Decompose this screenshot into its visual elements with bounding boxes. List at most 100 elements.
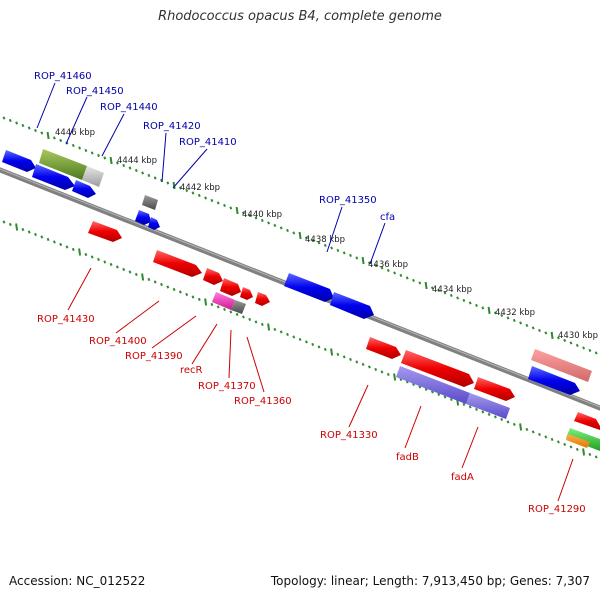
scale-tick-minor — [223, 203, 226, 208]
scale-tick-major — [46, 131, 50, 140]
scale-tick-minor — [449, 293, 453, 298]
scale-tick-minor — [78, 146, 82, 150]
scale-tick-minor — [430, 286, 434, 290]
gene-rop-41350[interactable] — [284, 273, 334, 302]
scale-tick-minor — [267, 221, 271, 225]
gene-cfa[interactable] — [330, 292, 374, 319]
scale-tick-minor — [71, 143, 75, 148]
gene-rop-41410[interactable] — [135, 210, 151, 225]
scale-tick-minor — [52, 136, 56, 140]
gene-recr[interactable] — [220, 278, 241, 296]
scale-tick-minor — [197, 193, 201, 198]
scale-tick-minor — [122, 267, 126, 272]
scale-tick-label: 4436 kbp — [368, 260, 408, 270]
gene-rop-41390[interactable] — [203, 268, 223, 285]
scale-tick-minor — [34, 128, 37, 133]
scale-tick-minor — [15, 121, 19, 125]
scale-tick-minor — [254, 216, 258, 220]
scale-tick-minor — [531, 430, 535, 434]
genome-summary-text: Topology: linear; Length: 7,913,450 bp; … — [270, 574, 590, 588]
gene-label: ROP_41450 — [66, 86, 124, 97]
gene-rop-41400[interactable] — [153, 250, 202, 277]
scale-tick-major — [582, 448, 586, 456]
gene-rop-41440[interactable] — [72, 180, 96, 198]
scale-tick-minor — [216, 305, 220, 309]
gene-rop-41360[interactable] — [255, 292, 270, 306]
scale-tick-minor — [569, 445, 573, 449]
scale-tick-minor — [443, 291, 447, 295]
scale-tick-minor — [544, 435, 548, 439]
gene-rop-41410b[interactable] — [148, 217, 160, 230]
scale-tick-label: 4442 kbp — [180, 183, 220, 193]
scale-tick-minor — [134, 272, 138, 277]
gene-fada-red[interactable] — [474, 377, 515, 401]
scale-tick-minor — [418, 281, 422, 285]
gene-rop-41390b[interactable] — [240, 287, 253, 300]
scale-tick-minor — [286, 332, 289, 337]
gene-rop-41290-red[interactable] — [574, 412, 600, 430]
scale-tick-minor — [538, 432, 541, 437]
scale-tick-minor — [128, 270, 132, 274]
gene-rop-41430[interactable] — [88, 221, 122, 242]
gene-pink[interactable] — [531, 349, 592, 382]
scale-tick-minor — [34, 232, 37, 237]
gene-orange[interactable] — [566, 434, 590, 448]
gene-label: cfa — [380, 212, 395, 223]
scale-tick-minor — [210, 302, 214, 307]
scale-tick-minor — [172, 287, 176, 292]
gene-gray-small[interactable] — [231, 300, 246, 314]
scale-tick-minor — [355, 256, 359, 260]
gene-label: fadA — [451, 472, 474, 483]
scale-tick-minor — [292, 335, 296, 339]
scale-tick-minor — [27, 126, 31, 130]
gene-fadb[interactable] — [396, 366, 470, 404]
gene-rop-41450[interactable] — [32, 164, 75, 190]
scale-tick-minor — [500, 313, 504, 318]
scale-tick-minor — [8, 118, 12, 123]
scale-tick-major — [15, 223, 19, 231]
scale-tick-minor — [462, 298, 466, 303]
gene-lightgray[interactable] — [82, 166, 104, 187]
scale-tick-minor — [204, 196, 208, 200]
gene-label: ROP_41350 — [319, 195, 377, 206]
scale-tick-minor — [500, 417, 504, 422]
gene-rop-41330[interactable] — [366, 337, 401, 359]
scale-tick-minor — [456, 296, 460, 300]
scale-tick-minor — [361, 362, 365, 367]
scale-tick-label: 4444 kbp — [117, 156, 157, 166]
scale-tick-minor — [569, 341, 573, 345]
scale-tick-minor — [223, 307, 226, 312]
scale-tick-minor — [84, 252, 88, 257]
scale-tick-minor — [437, 392, 441, 397]
scale-tick-major — [235, 206, 239, 215]
scale-tick-minor — [311, 342, 315, 347]
scale-tick-minor — [178, 186, 182, 190]
scale-tick-major — [141, 273, 145, 281]
gene-rop-41370[interactable] — [212, 292, 235, 310]
scale-tick-minor — [273, 223, 277, 228]
scale-tick-minor — [216, 201, 220, 205]
scale-tick-minor — [197, 297, 201, 302]
leader-lines-top — [36, 82, 386, 265]
gene-olive[interactable] — [39, 149, 87, 180]
gene-label: ROP_41390 — [125, 351, 183, 362]
gene-fadb-red[interactable] — [401, 350, 474, 387]
scale-tick-minor — [563, 338, 567, 343]
scale-tick-minor — [273, 327, 277, 332]
scale-tick-minor — [260, 218, 264, 223]
scale-tick-minor — [506, 420, 510, 424]
scale-tick-minor — [588, 452, 592, 457]
genes-bottom-strand — [88, 221, 600, 451]
scale-tick-minor — [475, 303, 478, 308]
accession-text: Accession: NC_012522 — [9, 574, 146, 588]
gene-rop-41420[interactable] — [142, 195, 158, 210]
scale-tick-minor — [97, 257, 100, 262]
scale-tick-minor — [588, 348, 592, 353]
scale-tick-minor — [40, 131, 44, 135]
scale-tick-major — [487, 306, 491, 315]
scale-tick-minor — [166, 285, 170, 289]
gene-fada[interactable] — [466, 393, 510, 419]
scale-tick-minor — [248, 213, 252, 218]
gene-rop-41460[interactable] — [2, 150, 36, 172]
gene-blue-right[interactable] — [528, 366, 580, 395]
